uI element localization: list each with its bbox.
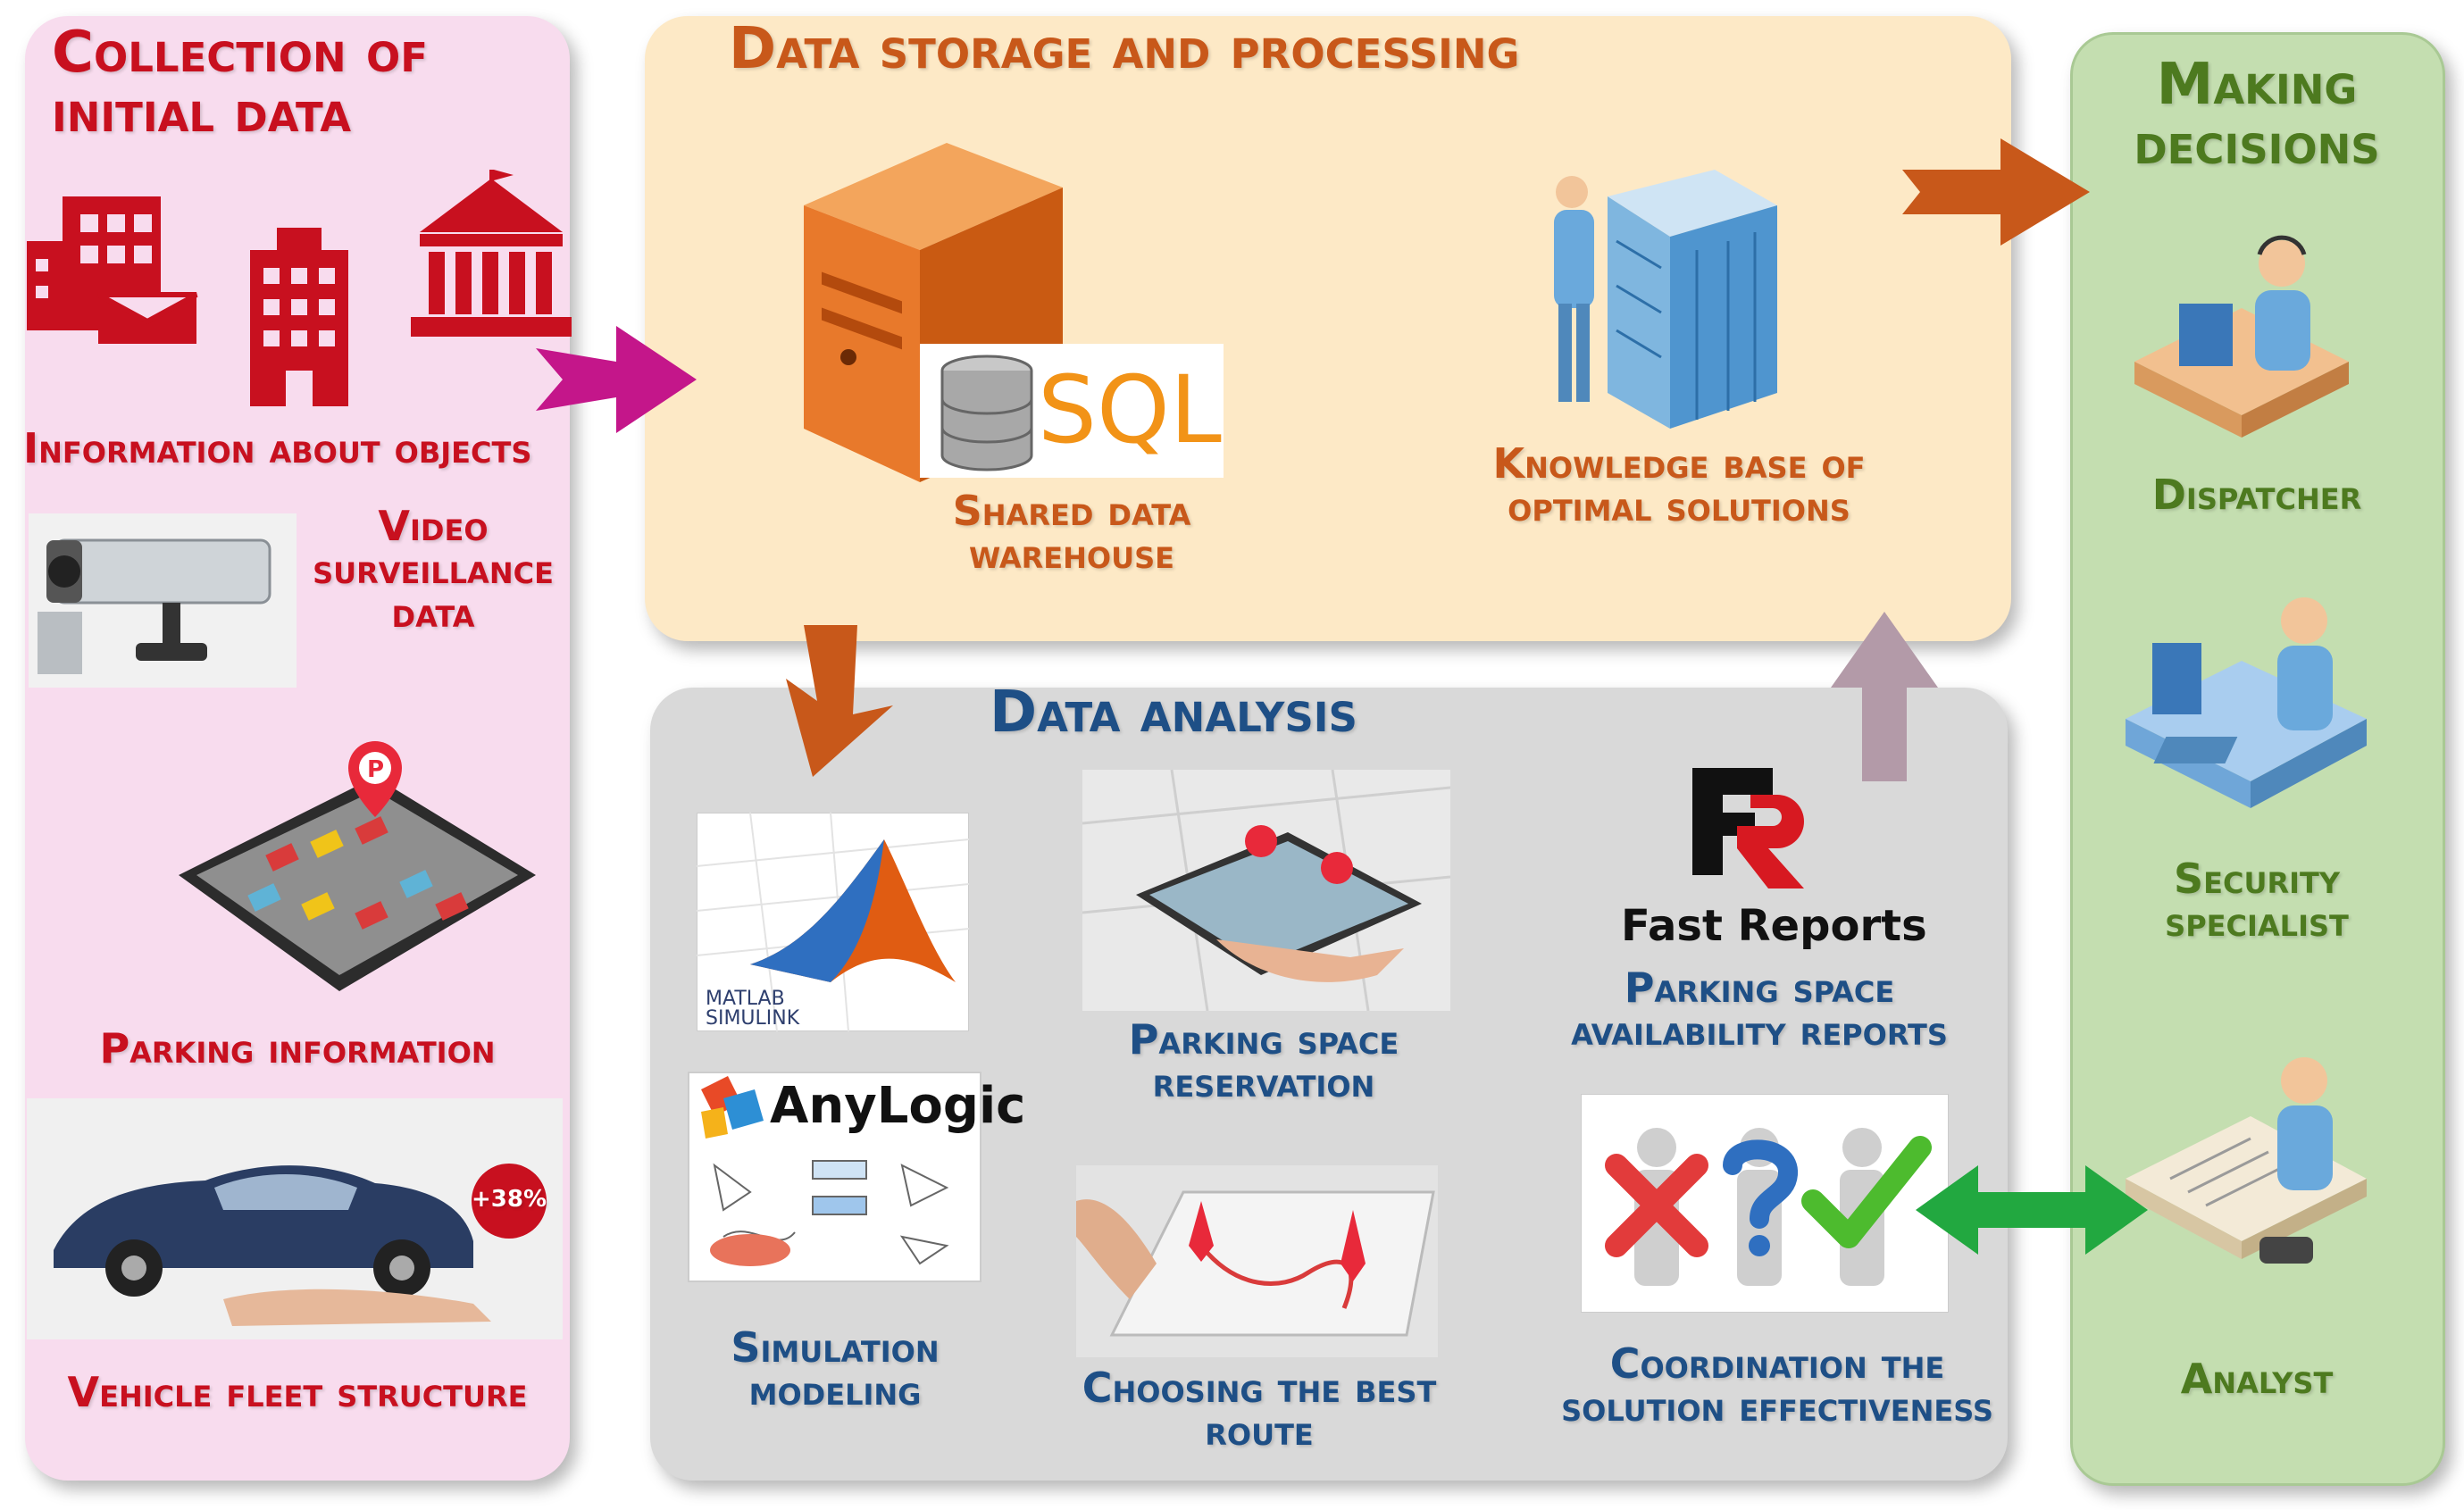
collection-title-line1: Collection of bbox=[52, 20, 428, 86]
collection-title-line2: initial data bbox=[52, 79, 352, 146]
storage-title: Data storage and processing bbox=[729, 16, 1520, 82]
video-label-line1: Video bbox=[378, 502, 489, 550]
analysis-title: Data analysis bbox=[990, 680, 1357, 746]
decisions-title-line2: decisions bbox=[2134, 112, 2380, 179]
security-label-line2: specialist bbox=[2165, 897, 2349, 947]
reservation-label: Parking space reservation bbox=[1054, 1018, 1474, 1105]
coordination-label-line2: solution effectiveness bbox=[1561, 1382, 1993, 1431]
reports-label: Parking space availability reports bbox=[1527, 966, 1992, 1053]
objects-label: Information about objects bbox=[23, 424, 532, 472]
simulation-label-line2: modeling bbox=[748, 1366, 922, 1415]
arrow-collect-to-storage bbox=[536, 326, 697, 433]
simulation-label-line1: Simulation bbox=[731, 1323, 940, 1372]
arrow-analysis-to-storage bbox=[1831, 612, 1938, 781]
coordination-icon bbox=[1581, 1094, 1949, 1313]
simulation-label: Simulation modeling bbox=[679, 1326, 991, 1413]
analyst-label: Analyst bbox=[2180, 1355, 2334, 1403]
route-label-line1: Choosing the best bbox=[1082, 1364, 1437, 1412]
reservation-map-icon bbox=[1082, 770, 1450, 1011]
sql-text: SQL bbox=[1038, 355, 1222, 464]
parking-phone-icon: P bbox=[179, 741, 536, 991]
camera-icon bbox=[29, 513, 297, 688]
matlab-text: MATLAB SIMULINK bbox=[706, 989, 799, 1029]
analyst-icon bbox=[2126, 1057, 2367, 1264]
fleet-label: Vehicle fleet structure bbox=[67, 1368, 528, 1416]
database-icon bbox=[940, 355, 1033, 471]
fleet-badge: +38% bbox=[472, 1186, 547, 1213]
anylogic-text: AnyLogic bbox=[770, 1077, 1026, 1135]
buildings-icon bbox=[27, 170, 572, 406]
security-label: Security specialist bbox=[2074, 857, 2440, 944]
decisions-title: Making decisions bbox=[2074, 52, 2440, 179]
fastreports-logo bbox=[1692, 768, 1804, 888]
reports-label-line1: Parking space bbox=[1624, 964, 1895, 1012]
arrow-storage-to-decisions bbox=[1902, 138, 2090, 246]
kb-label-line2: optimal solutions bbox=[1508, 482, 1850, 531]
video-label-line2: surveillance bbox=[313, 545, 554, 594]
route-label: Choosing the best route bbox=[1045, 1366, 1474, 1453]
reservation-label-line2: reservation bbox=[1152, 1058, 1375, 1107]
video-label: Video surveillance data bbox=[295, 505, 572, 634]
anylogic-icon bbox=[701, 1076, 764, 1139]
warehouse-label-line2: warehouse bbox=[969, 530, 1174, 579]
parking-label: Parking information bbox=[99, 1024, 496, 1072]
arrow-storage-to-analysis bbox=[786, 625, 893, 777]
matlab-text-line2: SIMULINK bbox=[706, 1007, 800, 1030]
reservation-label-line1: Parking space bbox=[1128, 1015, 1399, 1064]
svg-text:P: P bbox=[367, 756, 384, 783]
kb-label: Knowledge base of optimal solutions bbox=[1447, 442, 1911, 529]
reports-label-line2: availability reports bbox=[1571, 1006, 1948, 1055]
coordination-label: Coordination the solution effectiveness bbox=[1536, 1342, 2018, 1429]
knowledge-base-icon bbox=[1554, 170, 1777, 429]
warehouse-label-line1: Shared data bbox=[952, 487, 1191, 535]
dispatcher-icon bbox=[2134, 235, 2349, 438]
kb-label-line1: Knowledge base of bbox=[1492, 439, 1866, 488]
arrow-coordination-analyst bbox=[1916, 1165, 2148, 1255]
decisions-title-line1: Making bbox=[2156, 52, 2358, 118]
security-specialist-icon bbox=[2126, 597, 2367, 808]
warehouse-label: Shared data warehouse bbox=[893, 489, 1250, 576]
video-label-line3: data bbox=[391, 588, 475, 637]
route-label-line2: route bbox=[1205, 1406, 1314, 1456]
anylogic-diagram bbox=[710, 1160, 949, 1266]
security-label-line1: Security bbox=[2173, 855, 2340, 903]
car-on-hand-icon bbox=[27, 1098, 563, 1339]
route-map-icon bbox=[1076, 1165, 1438, 1357]
fastreports-text: Fast Reports bbox=[1621, 901, 1927, 951]
dispatcher-label: Dispatcher bbox=[2151, 471, 2362, 519]
matlab-text-line1: MATLAB bbox=[706, 988, 785, 1010]
matlab-logo bbox=[697, 813, 969, 1031]
coordination-label-line1: Coordination the bbox=[1609, 1339, 1945, 1388]
collection-title: Collection of initial data bbox=[52, 20, 428, 146]
